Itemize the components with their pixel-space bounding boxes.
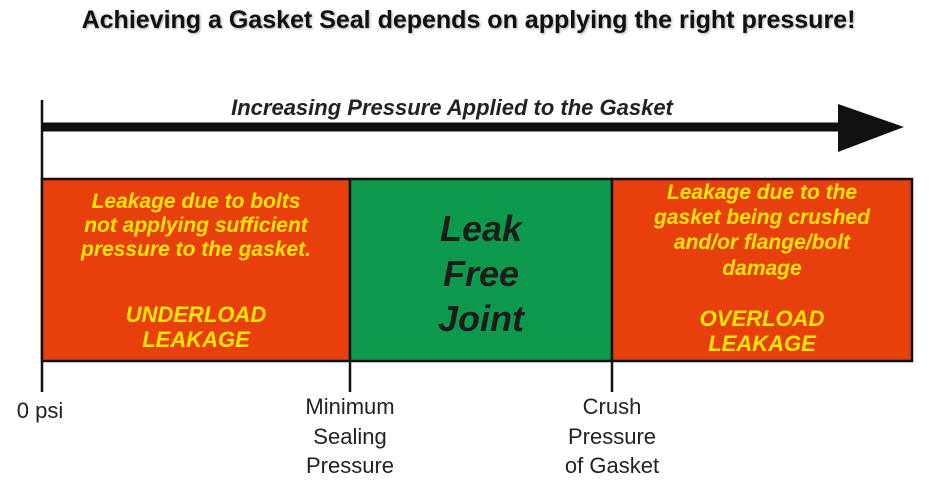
tick-label-line: Pressure bbox=[567, 423, 657, 449]
tick-label-line: Pressure bbox=[305, 453, 395, 479]
tick-label-line: Minimum bbox=[305, 394, 395, 419]
diagram-title: Achieving a Gasket Seal depends on apply… bbox=[81, 6, 856, 34]
overload-description-line: and/or flange/bolt bbox=[673, 231, 851, 255]
leak-free-label-line: Joint bbox=[438, 298, 524, 339]
pressure-arrow-label: Increasing Pressure Applied to the Gaske… bbox=[231, 95, 673, 120]
tick-label-line: 0 psi bbox=[16, 398, 64, 423]
underload-description-line: not applying sufficient bbox=[84, 214, 308, 238]
overload-label-line: OVERLOAD bbox=[699, 306, 825, 331]
leak-free-label: Leak Free Joint bbox=[350, 206, 612, 341]
underload-label-line: LEAKAGE bbox=[142, 327, 250, 353]
underload-description-line: Leakage due to bolts bbox=[91, 190, 301, 213]
tick-label-crush: Crush Pressure of Gasket bbox=[530, 392, 694, 481]
overload-description-line: Leakage due to the bbox=[666, 181, 858, 204]
pressure-arrow-head bbox=[838, 104, 904, 152]
underload-description-line: pressure to the gasket. bbox=[81, 238, 311, 262]
underload-label: UNDERLOAD LEAKAGE bbox=[42, 302, 350, 353]
tick-label-min-sealing: Minimum Sealing Pressure bbox=[268, 392, 432, 481]
overload-description-line: damage bbox=[722, 256, 802, 280]
tick-label-line: Sealing bbox=[313, 423, 387, 449]
underload-zone bbox=[40, 177, 352, 363]
overload-zone bbox=[610, 177, 914, 363]
overload-label-line: LEAKAGE bbox=[708, 331, 816, 357]
tick-label-line: Crush bbox=[582, 394, 642, 419]
leak-free-label-line: Leak bbox=[439, 208, 523, 249]
tick-label-zero-psi: 0 psi bbox=[0, 396, 80, 426]
leak-free-label-line: Free bbox=[442, 253, 520, 294]
underload-description: Leakage due to bolts not applying suffic… bbox=[42, 190, 350, 262]
overload-description: Leakage due to the gasket being crushed … bbox=[612, 180, 912, 281]
tick-label-line: of Gasket bbox=[564, 453, 660, 479]
overload-label: OVERLOAD LEAKAGE bbox=[612, 306, 912, 357]
underload-label-line: UNDERLOAD bbox=[125, 302, 267, 327]
overload-description-line: gasket being crushed bbox=[654, 206, 870, 230]
